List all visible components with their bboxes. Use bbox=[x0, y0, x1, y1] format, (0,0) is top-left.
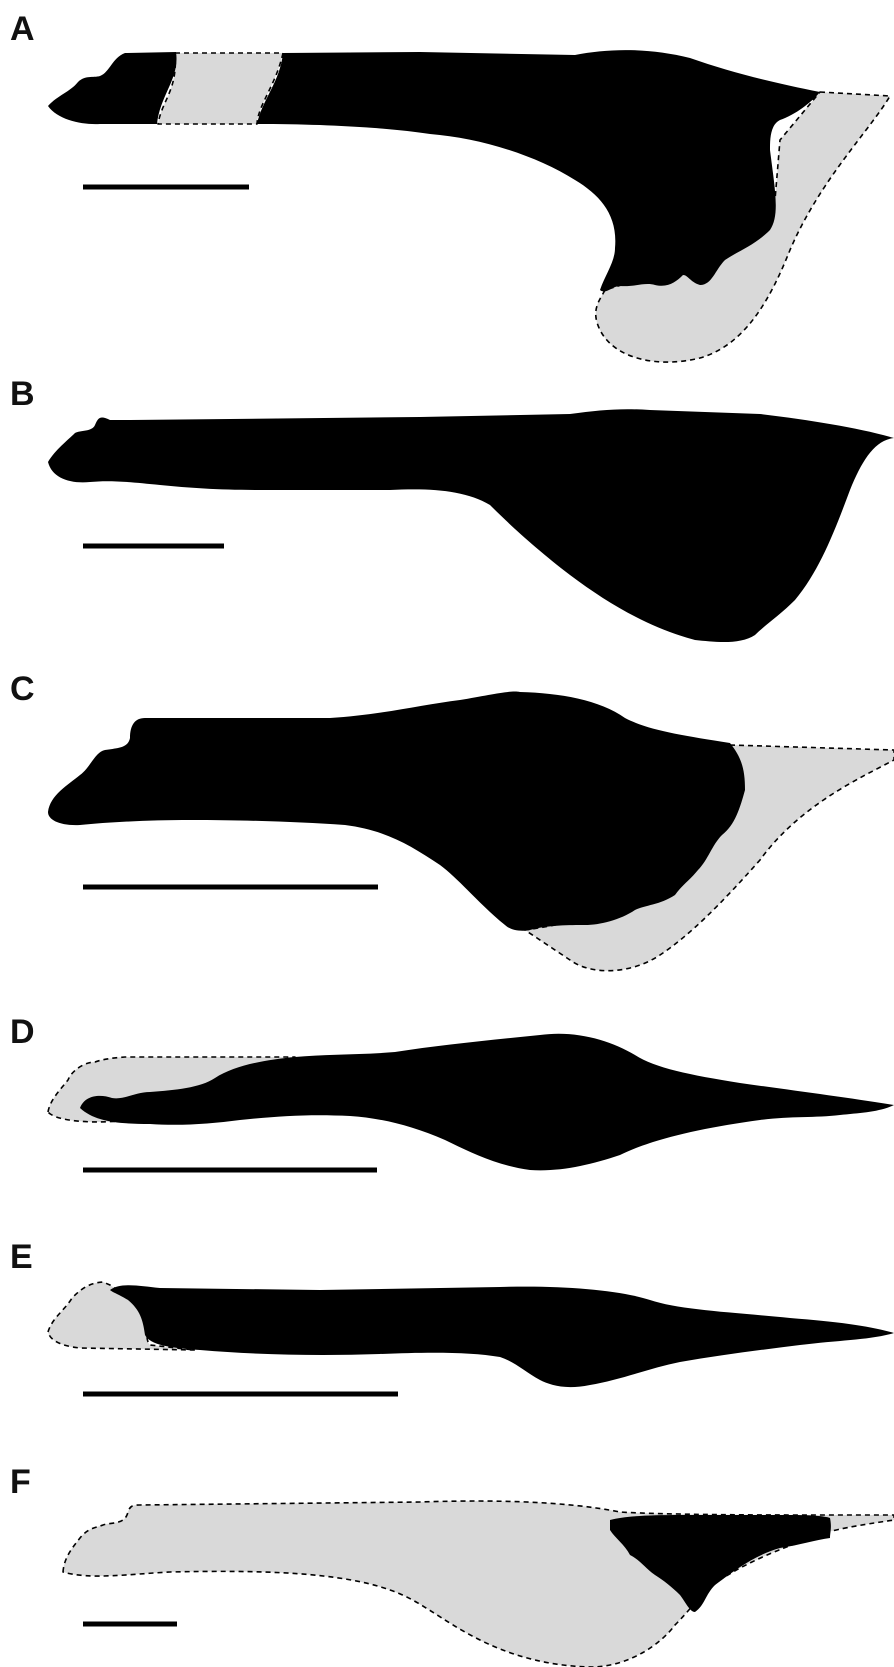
panel-d: D bbox=[10, 1013, 894, 1170]
panel-label-d: D bbox=[10, 1013, 35, 1051]
panel-e: E bbox=[10, 1238, 894, 1394]
panel-a: A bbox=[10, 10, 890, 362]
panel-d-bone bbox=[80, 1034, 894, 1171]
panel-label-c: C bbox=[10, 670, 35, 708]
panel-b-bone bbox=[48, 409, 894, 642]
panel-e-bone bbox=[110, 1285, 894, 1387]
panel-label-e: E bbox=[10, 1238, 33, 1276]
panel-f: F bbox=[10, 1463, 894, 1667]
panel-c-bone bbox=[48, 692, 745, 931]
panel-b: B bbox=[10, 375, 894, 642]
panel-label-f: F bbox=[10, 1463, 31, 1501]
panel-a-bone bbox=[48, 50, 820, 291]
panel-label-a: A bbox=[10, 10, 35, 48]
panel-c: C bbox=[10, 670, 894, 971]
panel-label-b: B bbox=[10, 375, 35, 413]
